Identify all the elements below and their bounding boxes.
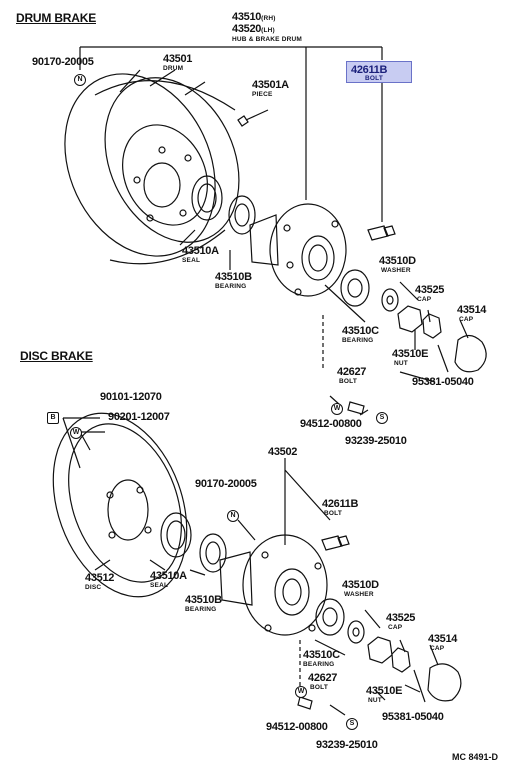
part-number-93239-disc: 93239-25010 [316, 739, 378, 751]
hub-callout-bracket [79, 46, 383, 200]
part-desc-43510d-disc: WASHER [344, 591, 374, 598]
hub-43502-disc [219, 534, 328, 636]
part-desc-42611b-highlighted: BOLT [365, 75, 384, 82]
part-number-43510d-drum: 43510D [379, 255, 416, 267]
seal-43510a-disc [160, 512, 192, 558]
cotter-pin-95381-disc [413, 669, 426, 703]
bolt-symbol-icon: B [47, 412, 59, 424]
hub-bolt-42611b-drum [367, 83, 396, 241]
part-desc-43501a: PIECE [252, 91, 273, 98]
part-desc-43510b-disc: BEARING [185, 606, 217, 613]
part-number-43525-drum: 43525 [415, 284, 445, 296]
bearing-43510c-disc [315, 598, 345, 636]
part-number-43510a-disc: 43510A [150, 570, 187, 582]
part-desc-43510b-drum: BEARING [215, 283, 247, 290]
nut-cap-43525-disc [391, 647, 411, 673]
part-desc-43525-drum: CAP [417, 296, 432, 303]
grease-cap-43514-drum [454, 334, 487, 373]
piece-43501a [237, 115, 249, 127]
part-number-43510b-disc: 43510B [185, 594, 222, 606]
stud-42627-drum [347, 401, 365, 415]
section-title-disc-brake: DISC BRAKE [20, 349, 93, 363]
hub-description: HUB & BRAKE DRUM [232, 36, 303, 43]
stud-symbol-icon: S [346, 718, 358, 730]
part-number-43510c-disc: 43510C [303, 649, 340, 661]
part-desc-43510c-disc: BEARING [303, 661, 335, 668]
washer-symbol-icon: N [227, 510, 239, 522]
nut-43510e-disc [367, 636, 393, 664]
part-number-43501: 43501 [163, 53, 193, 65]
part-number-95381-drum: 95381-05040 [412, 376, 474, 388]
part-number-43514-drum: 43514 [457, 304, 487, 316]
part-desc-43510c-drum: BEARING [342, 337, 374, 344]
part-number-90170-disc: 90170-20005 [195, 478, 257, 490]
highlighted-part-42611b[interactable]: 42611B BOLT [346, 61, 412, 83]
part-number-42611b-highlighted: 42611B [351, 64, 388, 76]
part-number-90170-drum: 90170-20005 [32, 56, 94, 68]
part-number-42627-drum: 42627 [337, 366, 367, 378]
part-desc-43510e-disc: NUT [368, 697, 382, 704]
part-desc-43510a-disc: SEAL [150, 582, 169, 589]
hub-bolt-42611b-disc [321, 535, 350, 551]
part-number-43510d-disc: 43510D [342, 579, 379, 591]
washer-43510d-disc [347, 620, 365, 644]
grease-cap-43514-disc [427, 663, 462, 702]
part-desc-43501: DRUM [163, 65, 184, 72]
part-desc-43525-disc: CAP [388, 624, 403, 631]
part-number-90101: 90101-12070 [100, 391, 162, 403]
part-number-94512-drum: 94512-00800 [300, 418, 362, 430]
part-number-94512-disc: 94512-00800 [266, 721, 328, 733]
part-desc-42627-drum: BOLT [339, 378, 358, 385]
stud-42627-disc [297, 696, 313, 710]
part-number-43510a-drum: 43510A [182, 245, 219, 257]
part-number-95381-disc: 95381-05040 [382, 711, 444, 723]
bearing-43510b-disc [199, 533, 227, 573]
part-desc-42611b-disc: BOLT [324, 510, 343, 517]
part-number-43502: 43502 [268, 446, 298, 458]
section-title-drum-brake: DRUM BRAKE [16, 11, 96, 25]
washer-43510d-drum [381, 288, 399, 312]
brake-drum-43501 [64, 69, 240, 265]
bearing-43510c-drum [340, 269, 370, 307]
washer-symbol-icon: W [295, 686, 307, 698]
hub-43510-drum [249, 203, 347, 297]
part-number-43510c-drum: 43510C [342, 325, 379, 337]
stud-symbol-icon: S [376, 412, 388, 424]
cotter-pin-95381-drum [437, 344, 449, 373]
nut-43510e-drum [397, 305, 423, 333]
part-number-43501a: 43501A [252, 79, 289, 91]
part-number-43525-disc: 43525 [386, 612, 416, 624]
part-desc-43514-drum: CAP [459, 316, 474, 323]
part-desc-43514-disc: CAP [430, 645, 445, 652]
part-desc-43510d-drum: WASHER [381, 267, 411, 274]
part-desc-42627-disc: BOLT [310, 684, 329, 691]
part-number-90201: 90201-12007 [108, 411, 170, 423]
part-number-43510b-drum: 43510B [215, 271, 252, 283]
part-desc-43512: DISC [85, 584, 102, 591]
part-number-43510e-drum: 43510E [392, 348, 429, 360]
seal-43510a-drum [191, 175, 223, 221]
part-desc-43510e-drum: NUT [394, 360, 408, 367]
washer-symbol-icon: W [70, 427, 82, 439]
part-number-43510e-disc: 43510E [366, 685, 403, 697]
part-desc-43510a-drum: SEAL [182, 257, 201, 264]
part-number-42627-disc: 42627 [308, 672, 338, 684]
washer-symbol-icon: N [74, 74, 86, 86]
part-number-42611b-disc: 42611B [322, 498, 359, 510]
part-number-43512: 43512 [85, 572, 115, 584]
part-number-93239-drum: 93239-25010 [345, 435, 407, 447]
brake-disc-43512 [52, 412, 188, 598]
hub-part-number-lh: 43520(LH) [232, 23, 275, 35]
bearing-43510b-drum [228, 195, 256, 235]
nut-cap-43525-drum [422, 313, 442, 339]
part-number-43514-disc: 43514 [428, 633, 458, 645]
washer-symbol-icon: W [331, 403, 343, 415]
hub-part-number-rh: 43510(RH) [232, 11, 276, 23]
diagram-code: MC 8491-D [452, 752, 499, 762]
